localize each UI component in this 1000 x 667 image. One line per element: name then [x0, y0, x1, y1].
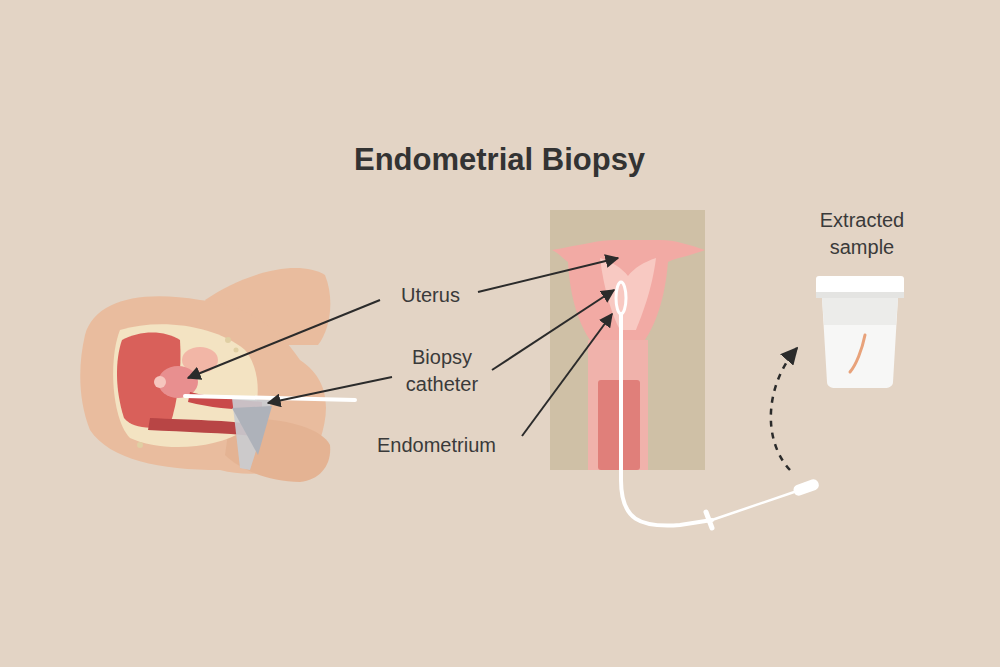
pelvic-cross-section [80, 268, 355, 482]
leader-lines [188, 258, 618, 436]
part-label: Biopsy catheter [387, 344, 497, 398]
transfer-arrow [771, 348, 797, 470]
part-label: Endometrium [377, 432, 496, 459]
part-label: Extracted sample [802, 207, 922, 261]
diagram-title: Endometrial Biopsy [354, 142, 645, 178]
part-label: Uterus [401, 282, 460, 309]
uterus-anatomy [550, 210, 820, 528]
specimen-cup [816, 276, 904, 388]
